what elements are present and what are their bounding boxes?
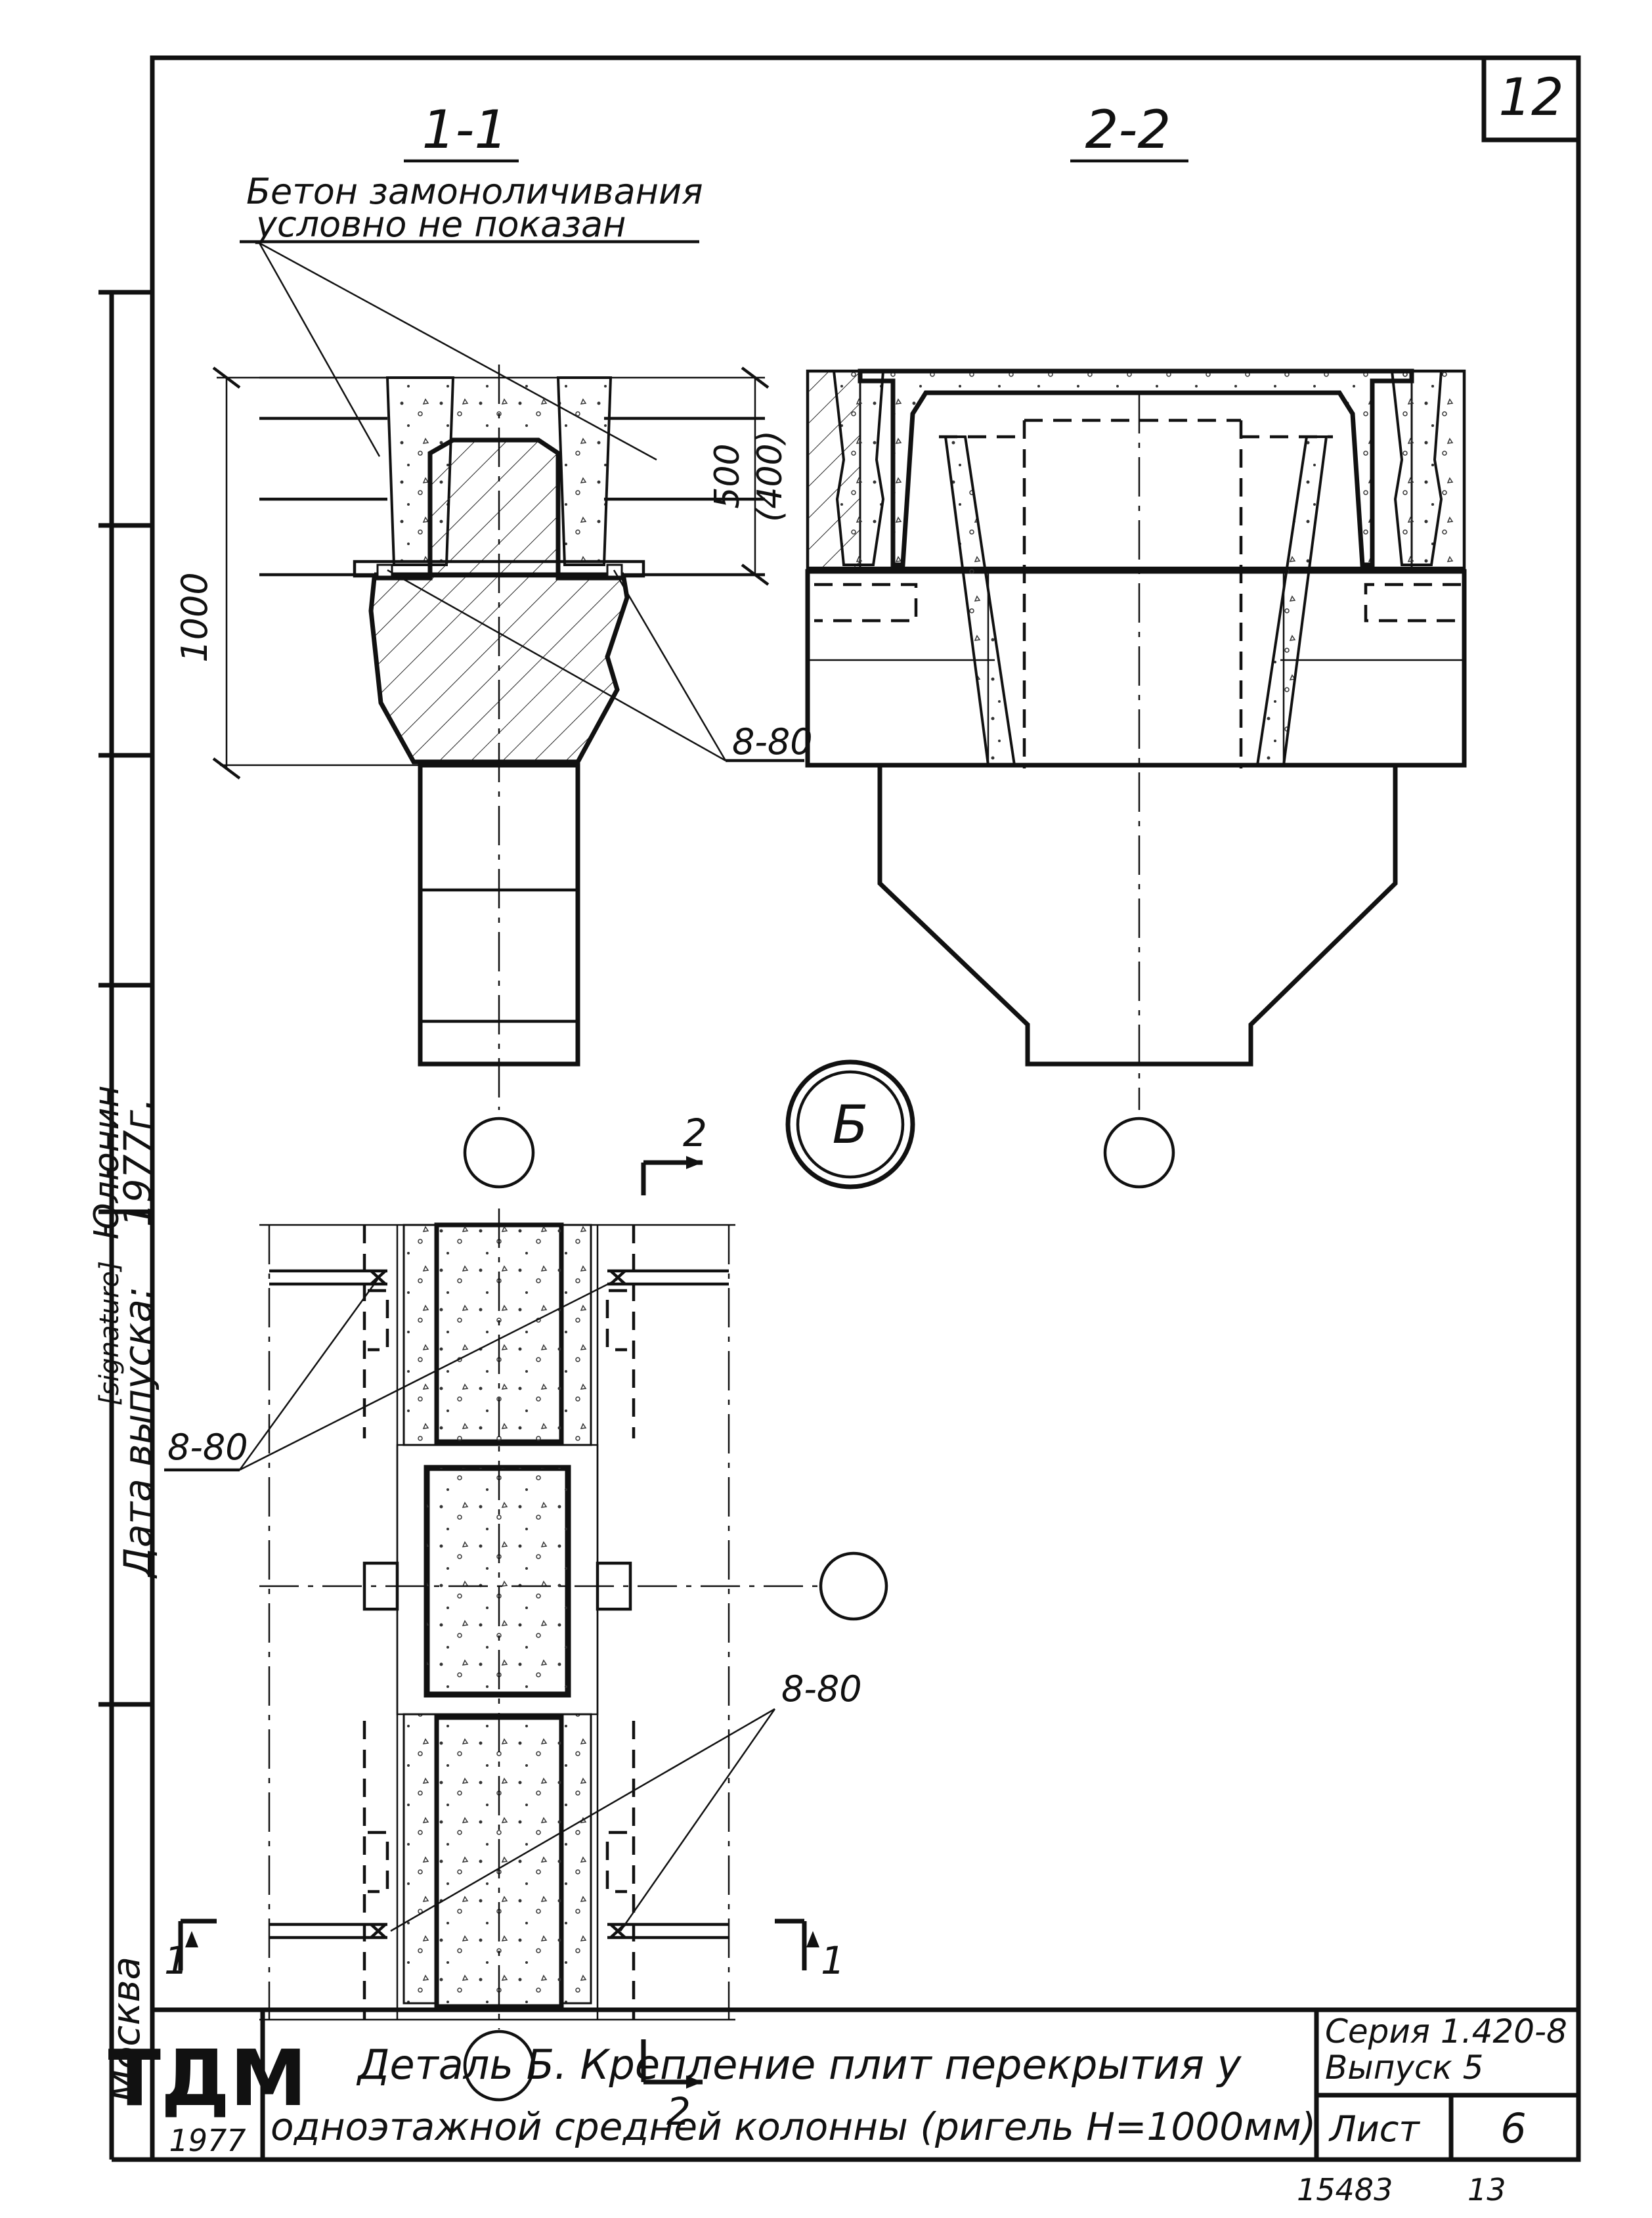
dim-height-upper-alt: (400) — [750, 430, 790, 522]
weld-label-2: 8-80 — [167, 1427, 248, 1468]
weld-label-3: 8-80 — [781, 1668, 862, 1710]
title-block — [152, 2007, 1578, 2160]
margin-year: 1977г. — [116, 1098, 160, 1228]
section-2-2: 2-2 — [805, 99, 1467, 1189]
weld-label-1: 8-80 — [732, 721, 813, 763]
series: Серия 1.420-8 — [1325, 2012, 1567, 2051]
detail-marker-label: Б — [833, 1094, 869, 1155]
sheet-label: Лист — [1328, 2108, 1420, 2150]
title-line-2: одноэтажной средней колонны (ригель H=10… — [271, 2104, 1316, 2149]
logo-year: 1977 — [169, 2123, 246, 2158]
axis-bubble — [1103, 1117, 1175, 1189]
margin-name: Юлюнин — [87, 1086, 127, 1240]
footer-page: 13 — [1467, 2172, 1506, 2207]
footer-code: 15483 — [1297, 2172, 1393, 2207]
margin-city: Москва — [104, 1957, 148, 2102]
section-2-2-label: 2-2 — [1085, 99, 1171, 160]
section-1-1: 1-1 Бетон замоноличивания условно не пок… — [174, 99, 813, 1189]
note-line-1: Бетон замоноличивания — [246, 171, 703, 212]
issue: Выпуск 5 — [1325, 2049, 1483, 2087]
axis-bubble — [819, 1551, 888, 1621]
axis-bubble — [463, 1117, 535, 1189]
cut-mark-2-top: 2 — [683, 1111, 707, 1155]
axis-bubble — [463, 2029, 535, 2102]
section-1-1-label: 1-1 — [422, 99, 508, 160]
logo: ТДМ — [108, 2033, 307, 2123]
note-line-2: условно не показан — [255, 204, 626, 245]
dim-height-total: 1000 — [174, 572, 215, 662]
margin-release-date-label: Дата выпуска: — [116, 1287, 160, 1580]
plan-view: 2 — [164, 1111, 888, 2134]
sheet-frame — [98, 55, 1581, 2162]
detail-marker: Б — [785, 1059, 915, 1189]
margin-stamp: Москва Дата выпуска: [signature] 1977г. … — [87, 1086, 160, 2103]
cut-mark-1-left: 1 — [164, 1938, 188, 1983]
margin-signature: [signature] — [95, 1261, 125, 1406]
title-line-1: Деталь Б. Крепление плит перекрытия у — [356, 2041, 1242, 2089]
cut-mark-2-bottom: 2 — [666, 2089, 691, 2134]
cut-mark-1-right: 1 — [821, 1938, 845, 1983]
dim-height-upper: 500 — [708, 443, 747, 508]
weld-marks — [370, 1270, 626, 1939]
sheet-number: 12 — [1498, 68, 1563, 127]
sheet-value: 6 — [1500, 2104, 1526, 2152]
